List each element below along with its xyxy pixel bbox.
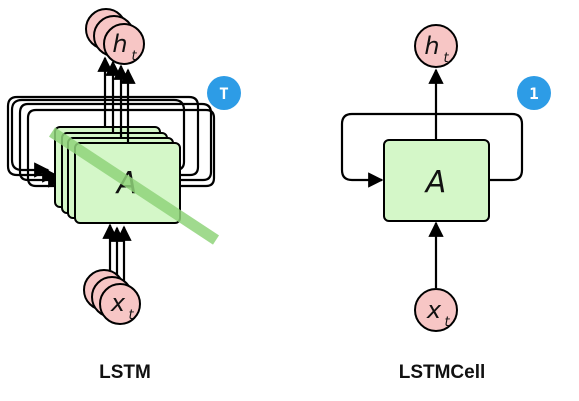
lstm-cell-output-node [414,24,458,68]
lstm-cell-output-subscript: t [443,51,449,66]
lstm-input-subscript: t [128,308,134,323]
lstm-badge-text: T [219,84,229,103]
lstm-input-node [99,283,141,325]
lstm-input-label: x [110,289,126,317]
lstm-badge-circle [207,76,241,110]
lstm-cell-input-node [414,288,458,332]
lstm-diagram: A h t x t [6,8,241,325]
lstm-output-nodes: h t [85,8,145,65]
lstm-cell-output-label: h [424,32,439,60]
lstm-output-subscript: t [131,49,137,64]
lstm-cell-input-subscript: t [444,315,450,330]
lstm-cell-single-label: A [424,165,447,200]
lstm-output-node [103,23,145,65]
lstm-cell-caption: LSTMCell [398,362,486,383]
lstm-cell-recurrent-loop [340,112,524,188]
lstm-slash-mark [48,127,220,245]
lstm-cell-badge-text: 1 [529,84,539,103]
lstm-input-arrows [102,223,132,284]
lstm-output-label: h [112,30,127,58]
lstm-cell-input-label: x [426,296,442,324]
lstm-caption: LSTM [99,362,151,383]
lstm-cell-diagram: A h t x t 1 [340,24,551,332]
lstm-cell-badge: 1 [517,76,551,110]
lstm-badge: T [207,76,241,110]
lstm-cell-badge-circle [517,76,551,110]
lstm-input-nodes: x t [83,269,141,325]
lstm-output-arrows [97,56,136,143]
